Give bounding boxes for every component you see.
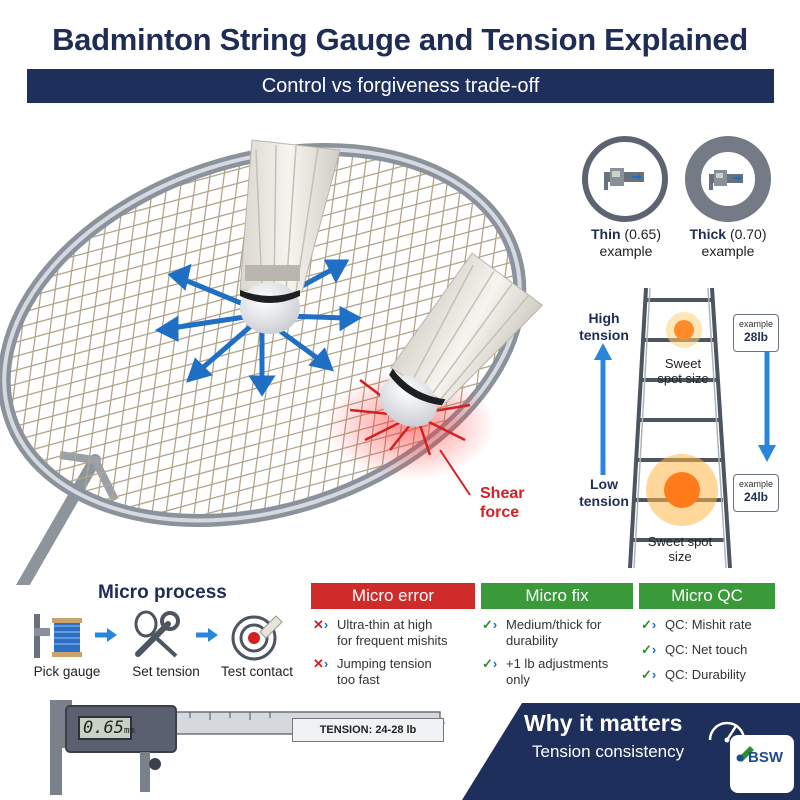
thin-gauge-size: (0.65) xyxy=(624,226,661,242)
micro-qc-item: ✓› QC: Net touch xyxy=(641,642,748,657)
low-sweet-spot-caption: Sweet spot size xyxy=(647,534,713,564)
thick-gauge-size: (0.70) xyxy=(729,226,767,242)
thick-gauge-ring xyxy=(685,136,771,222)
shear-force-callout: Shear force xyxy=(480,485,525,521)
tension-ladder xyxy=(594,287,776,569)
target-shuttle-icon xyxy=(231,615,283,661)
racket-illustration xyxy=(0,115,569,585)
micro-error-header: Micro error xyxy=(311,583,475,609)
thin-gauge-note: example xyxy=(599,243,653,259)
digital-caliper xyxy=(50,700,445,795)
spool-caliper-icon xyxy=(34,614,82,658)
caliper-icon xyxy=(709,170,743,190)
check-arrow-icon: ✓› xyxy=(482,617,498,632)
micro-qc-item: ✓› QC: Durability xyxy=(641,667,746,682)
thick-gauge-name: Thick xyxy=(689,226,727,242)
step-test-contact: Test contact xyxy=(220,664,294,679)
check-arrow-icon: ✓› xyxy=(641,642,657,657)
example-label: example xyxy=(738,479,774,489)
caliper-display: 0.65mm xyxy=(78,716,135,740)
arrow-right-icon xyxy=(95,628,117,642)
caliper-unit: mm xyxy=(123,726,135,736)
low-example-tag: example 24lb xyxy=(733,474,779,512)
high-tension-label: High tension xyxy=(579,310,629,343)
micro-process-title: Micro process xyxy=(98,582,227,603)
caliper-icon xyxy=(604,168,644,190)
step-set-tension: Set tension xyxy=(132,664,200,679)
high-sweet-spot-caption: Sweet spot size xyxy=(657,356,709,386)
example-label: example xyxy=(738,319,774,329)
why-title: Why it matters xyxy=(524,710,683,736)
page-title: Badminton String Gauge and Tension Expla… xyxy=(52,22,748,57)
why-subtitle: Tension consistency xyxy=(532,742,685,761)
check-arrow-icon: ✓› xyxy=(482,656,498,671)
low-tension-label: Low tension xyxy=(579,476,629,509)
cross-arrow-icon: ✕› xyxy=(313,617,329,632)
tension-range-plate: TENSION: 24-28 lb xyxy=(292,718,444,742)
cross-arrow-icon: ✕› xyxy=(313,656,329,671)
micro-error-item: ✕› Ultra-thin at high for frequent mishi… xyxy=(313,617,448,648)
racket-shaft xyxy=(15,454,101,585)
logo-text: BSW xyxy=(748,749,783,766)
check-arrow-icon: ✓› xyxy=(641,617,657,632)
shuttle-logo-icon xyxy=(736,746,754,762)
example-value: 28lb xyxy=(743,330,768,344)
micro-fix-header: Micro fix xyxy=(481,583,633,609)
subtitle-banner: Control vs forgiveness trade-off xyxy=(27,69,774,103)
thick-gauge-caption: Thick (0.70) example xyxy=(678,226,778,260)
micro-qc-header: Micro QC xyxy=(639,583,775,609)
micro-qc-item: ✓› QC: Mishit rate xyxy=(641,617,752,632)
caliper-reading: 0.65 xyxy=(83,718,124,738)
thick-gauge-note: example xyxy=(701,243,755,259)
micro-fix-item: ✓› Medium/thick for durability xyxy=(482,617,602,648)
gauge-meter-icon xyxy=(708,721,746,743)
down-arrow-icon xyxy=(758,445,776,462)
example-value: 24lb xyxy=(743,490,768,504)
thin-gauge-caption: Thin (0.65) example xyxy=(576,226,676,260)
shuttlecock-edge xyxy=(379,252,544,427)
shuttlecock-center xyxy=(239,139,341,334)
arrow-right-icon xyxy=(196,628,218,642)
bsw-logo xyxy=(730,735,794,793)
thin-gauge-ring xyxy=(582,136,668,222)
micro-error-item: ✕› Jumping tension too fast xyxy=(313,656,432,687)
up-arrow-icon xyxy=(594,343,612,360)
thin-gauge-name: Thin xyxy=(590,226,621,242)
micro-fix-item: ✓› +1 lb adjustments only xyxy=(482,656,609,687)
wrench-racket-icon xyxy=(134,610,180,658)
step-pick-gauge: Pick gauge xyxy=(33,664,101,679)
check-arrow-icon: ✓› xyxy=(641,667,657,682)
high-example-tag: example 28lb xyxy=(733,314,779,352)
